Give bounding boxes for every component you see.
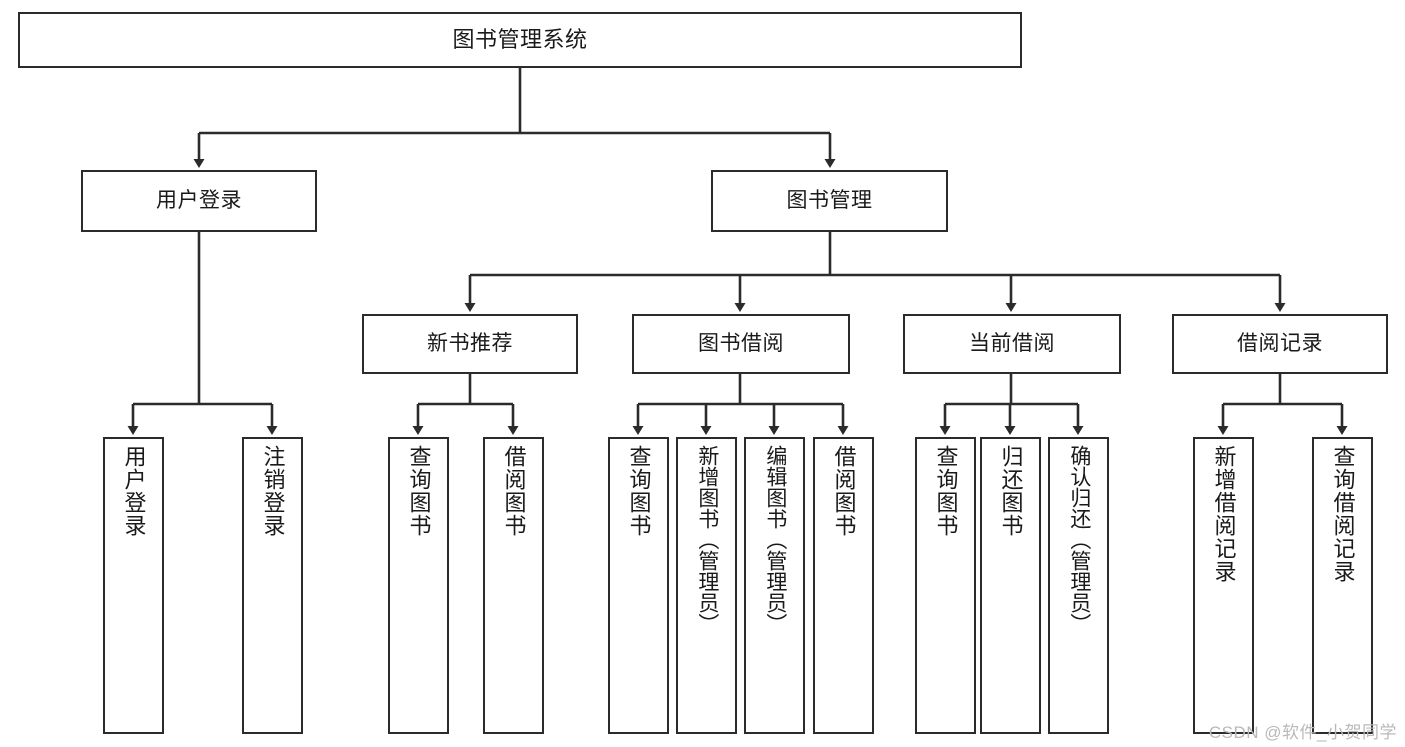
node-leaf-confirm-return[interactable]: 确认归还（管理员） xyxy=(1048,437,1109,734)
node-leaf-return-book[interactable]: 归还图书 xyxy=(980,437,1041,734)
node-leaf-user-login-label: 用户登录 xyxy=(121,445,147,537)
node-leaf-query-book-1-label: 查询图书 xyxy=(406,445,432,537)
node-leaf-confirm-return-label: 确认归还（管理员） xyxy=(1067,445,1091,634)
node-leaf-borrow-book-2-label: 借阅图书 xyxy=(831,445,857,537)
node-leaf-edit-book[interactable]: 编辑图书（管理员） xyxy=(744,437,805,734)
node-user-login[interactable]: 用户登录 xyxy=(81,170,317,232)
watermark: CSDN @软件_小贺同学 xyxy=(1208,723,1397,742)
node-root-label: 图书管理系统 xyxy=(452,27,588,53)
node-leaf-return-book-label: 归还图书 xyxy=(998,445,1024,537)
node-leaf-logout-login[interactable]: 注销登录 xyxy=(242,437,303,734)
node-leaf-query-record-label: 查询借阅记录 xyxy=(1330,445,1356,583)
node-current-borrow-label: 当前借阅 xyxy=(969,331,1055,355)
node-user-login-label: 用户登录 xyxy=(156,188,242,212)
node-book-borrow-label: 图书借阅 xyxy=(698,331,784,355)
node-leaf-query-book-2[interactable]: 查询图书 xyxy=(608,437,669,734)
node-leaf-edit-book-label: 编辑图书（管理员） xyxy=(763,445,787,634)
node-borrow-record-label: 借阅记录 xyxy=(1237,331,1323,355)
node-leaf-query-book-1[interactable]: 查询图书 xyxy=(388,437,449,734)
node-current-borrow[interactable]: 当前借阅 xyxy=(903,314,1121,374)
node-leaf-add-book[interactable]: 新增图书（管理员） xyxy=(676,437,737,734)
node-book-management[interactable]: 图书管理 xyxy=(711,170,948,232)
node-new-book-recommend-label: 新书推荐 xyxy=(427,331,513,355)
node-book-borrow[interactable]: 图书借阅 xyxy=(632,314,850,374)
node-leaf-query-record[interactable]: 查询借阅记录 xyxy=(1312,437,1373,734)
node-leaf-add-record[interactable]: 新增借阅记录 xyxy=(1193,437,1254,734)
node-root[interactable]: 图书管理系统 xyxy=(18,12,1022,68)
node-borrow-record[interactable]: 借阅记录 xyxy=(1172,314,1388,374)
node-leaf-add-record-label: 新增借阅记录 xyxy=(1211,445,1237,583)
node-book-management-label: 图书管理 xyxy=(786,188,873,212)
node-leaf-borrow-book-2[interactable]: 借阅图书 xyxy=(813,437,874,734)
node-leaf-borrow-book-1-label: 借阅图书 xyxy=(501,445,527,537)
node-leaf-user-login[interactable]: 用户登录 xyxy=(103,437,164,734)
node-leaf-query-book-3[interactable]: 查询图书 xyxy=(915,437,976,734)
node-leaf-borrow-book-1[interactable]: 借阅图书 xyxy=(483,437,544,734)
node-leaf-query-book-2-label: 查询图书 xyxy=(626,445,652,537)
node-leaf-logout-login-label: 注销登录 xyxy=(260,445,286,537)
node-leaf-add-book-label: 新增图书（管理员） xyxy=(695,445,719,634)
node-new-book-recommend[interactable]: 新书推荐 xyxy=(362,314,578,374)
node-leaf-query-book-3-label: 查询图书 xyxy=(933,445,959,537)
